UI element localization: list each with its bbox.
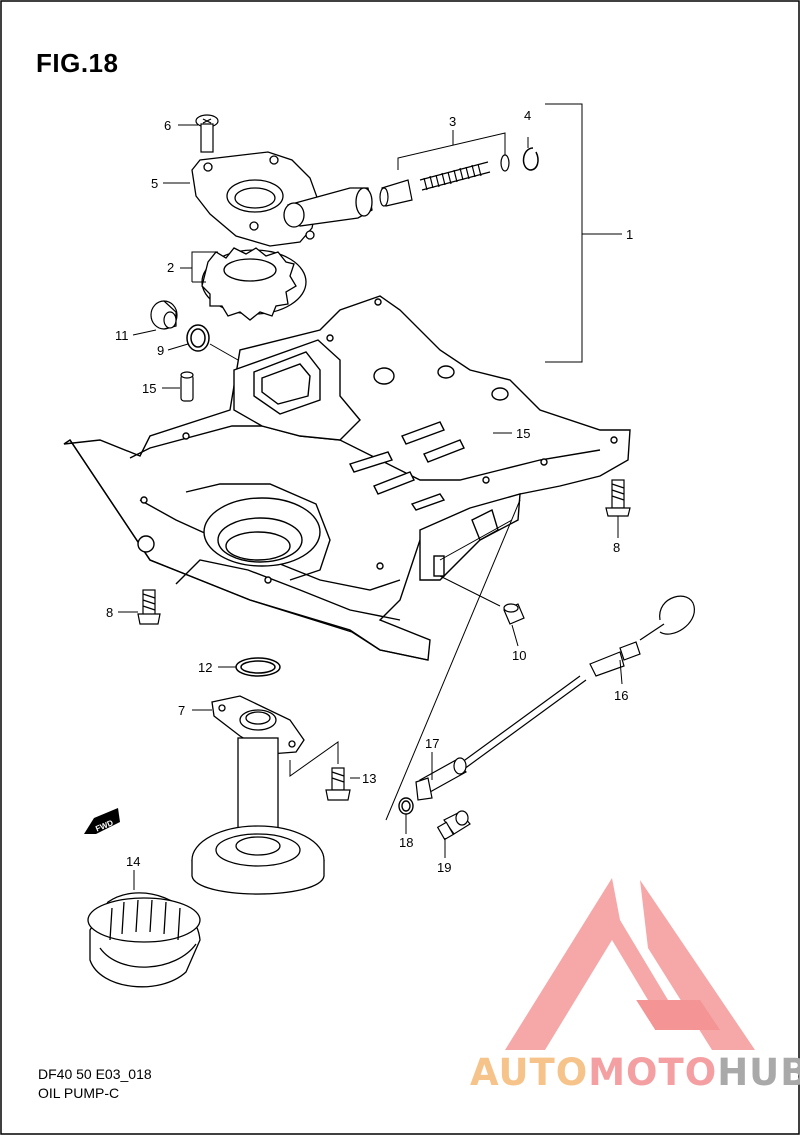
callout-15-right: 15 [516,426,530,441]
callout-11: 11 [115,328,129,343]
callout-labels: 1 2 3 4 5 6 7 8 8 9 10 11 12 13 14 15 15… [106,108,633,875]
callout-10: 10 [512,648,526,663]
bracket-part-3 [397,130,506,170]
washer-part-18 [398,797,414,815]
watermark-logo-icon [505,878,755,1050]
oil-strainer-part-7 [191,695,325,895]
watermark-hub: HUB [717,1051,800,1094]
fwd-arrow-icon: FWD [84,808,120,834]
callout-8-left: 8 [106,605,113,620]
callout-16: 16 [614,688,628,703]
dipstick-part-16 [453,595,695,773]
watermark-auto: AUTO [470,1051,589,1094]
bolt-part-8-right [605,479,631,517]
oil-pan-housing [63,295,631,661]
screw-part-6 [195,114,219,153]
callout-1: 1 [626,227,633,242]
figure-name: OIL PUMP-C [38,1085,120,1101]
bolt-part-19 [436,810,471,841]
relief-valve-part-3 [379,154,510,207]
callout-14: 14 [126,854,140,869]
oil-filter-part-14 [87,892,201,988]
plug-part-10 [503,603,525,625]
bolt-part-13 [325,767,351,801]
callout-19: 19 [437,860,451,875]
callout-8-right: 8 [613,540,620,555]
leader-lines [118,124,623,890]
guide-tube-part-17 [415,757,467,801]
callout-12: 12 [198,660,212,675]
callout-2: 2 [167,260,174,275]
bolt-part-8-left [137,589,161,625]
callout-6: 6 [164,118,171,133]
figure-code: DF40 50 E03_018 [38,1066,152,1082]
callout-7: 7 [178,703,185,718]
o-ring-part-12 [235,657,281,677]
callout-9: 9 [157,343,164,358]
figure-title: FIG.18 [36,48,119,78]
o-ring-part-9 [186,324,210,352]
bracket-part-1 [545,103,622,363]
dowel-pin-part-15-left [180,371,194,402]
callout-13: 13 [362,771,376,786]
leader-13-bracket [289,741,339,777]
pump-cover-part-5 [191,151,373,247]
watermark-text: AUTOMOTOHUB [470,1051,800,1094]
plug-part-11 [150,300,178,330]
rotor-part-2 [201,247,307,321]
callout-15-left: 15 [142,381,156,396]
callout-18: 18 [399,835,413,850]
circlip-part-4 [522,147,539,171]
callout-4: 4 [524,108,531,123]
watermark-moto: MOTO [588,1051,718,1094]
callout-5: 5 [151,176,158,191]
callout-3: 3 [449,114,456,129]
callout-17: 17 [425,736,439,751]
